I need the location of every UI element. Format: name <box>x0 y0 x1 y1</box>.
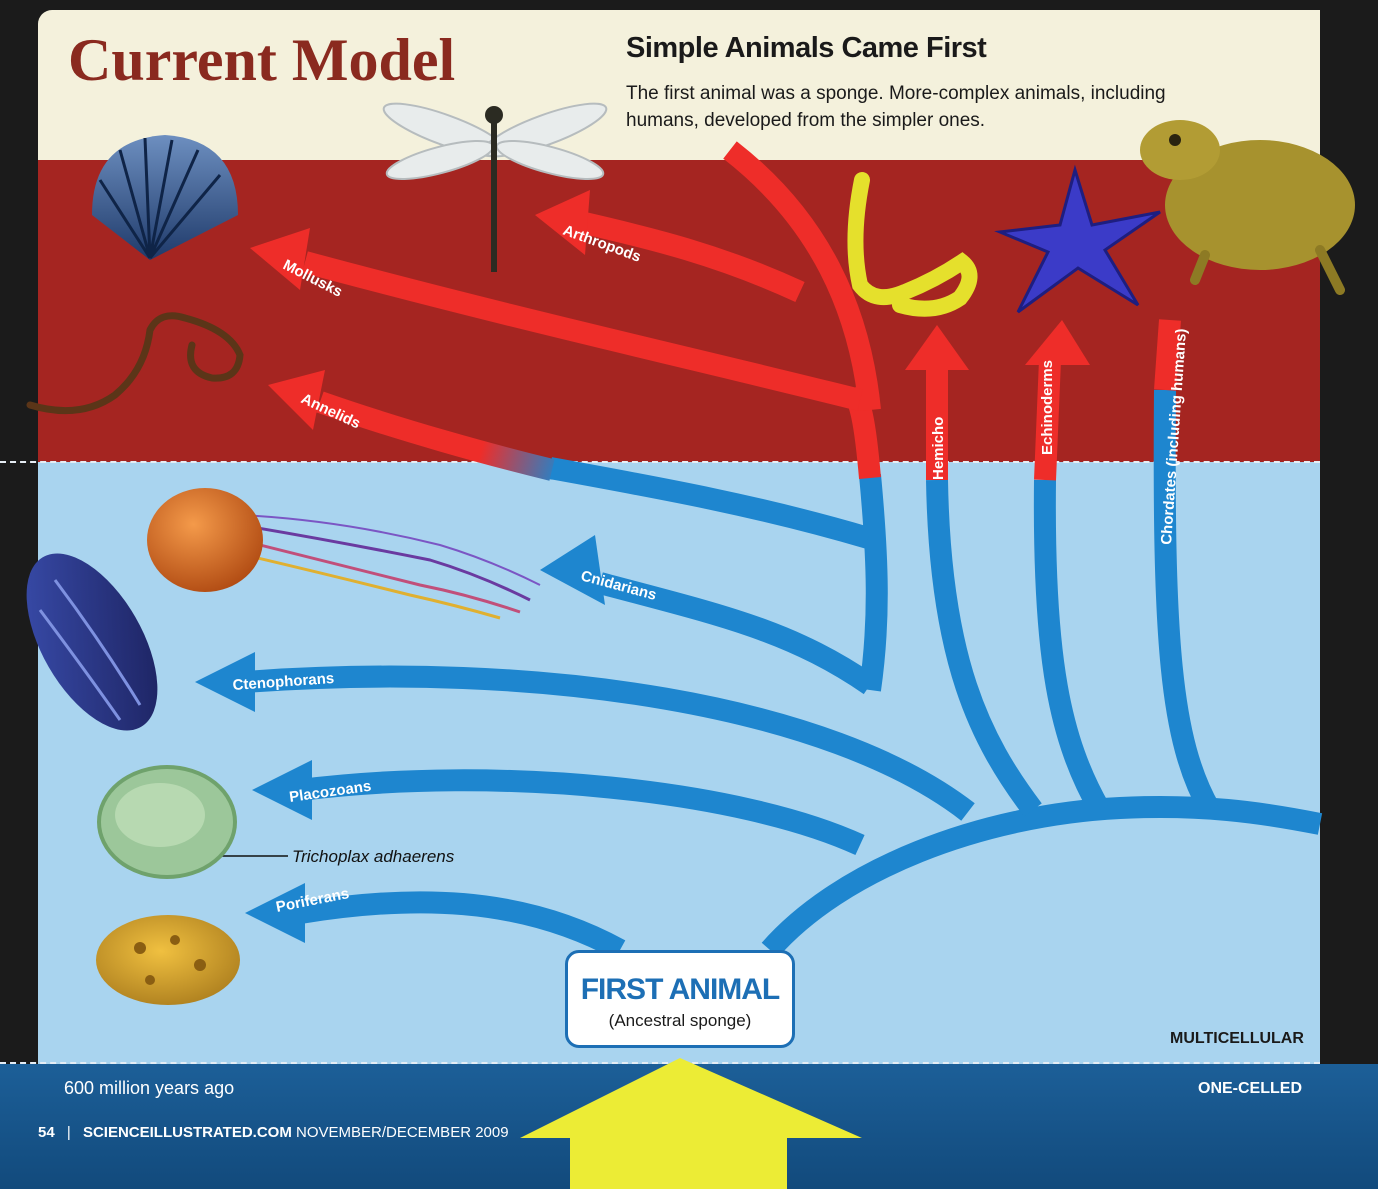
arthropods-branch <box>580 222 800 292</box>
first-animal-subtitle: (Ancestral sponge) <box>568 1011 792 1031</box>
bilaterian-stem <box>870 475 877 690</box>
multicellular-level-label: MULTICELLULAR <box>1170 1030 1304 1048</box>
red-arrowheads <box>250 190 1090 430</box>
blue-arrowheads <box>195 535 605 943</box>
first-animal-title: FIRST ANIMAL <box>568 973 792 1007</box>
placozoans-branch <box>300 780 860 845</box>
main-trunk <box>770 807 1320 950</box>
hemichordates-arrowhead <box>905 325 969 370</box>
page-footer: 54 | SCIENCEILLUSTRATED.COM NOVEMBER/DEC… <box>38 1124 509 1141</box>
timeline-label: 600 million years ago <box>64 1078 234 1099</box>
first-animal-box: FIRST ANIMAL (Ancestral sponge) <box>565 950 795 1048</box>
worm-illustration <box>30 316 240 411</box>
poriferans-branch <box>300 902 620 950</box>
hemichordates-branch <box>937 480 1033 810</box>
scallop-illustration <box>92 135 238 260</box>
trichoplax-label: Trichoplax adhaerens <box>292 847 455 866</box>
toad-illustration <box>1140 120 1355 290</box>
poriferans-arrowhead <box>245 883 305 943</box>
footer-issue: NOVEMBER/DECEMBER 2009 <box>296 1124 509 1141</box>
label-hemichordates: Hemicho <box>930 417 947 480</box>
jellyfish-illustration <box>147 488 540 618</box>
echinoderms-branch <box>1045 480 1100 810</box>
starfish-illustration <box>1000 170 1160 312</box>
trichoplax-illustration <box>99 767 235 877</box>
acorn-worm-illustration <box>855 180 969 309</box>
echinoderms-arrowhead <box>1025 320 1090 365</box>
page-number: 54 <box>38 1124 55 1141</box>
footer-separator: | <box>59 1124 79 1141</box>
blue-branches <box>245 390 1320 950</box>
label-echinoderms: Echinoderms <box>1039 360 1056 455</box>
one-celled-level-label: ONE-CELLED <box>1198 1080 1302 1098</box>
protostome-branch <box>550 468 868 538</box>
sponge-illustration <box>96 915 240 1005</box>
origin-arrow <box>520 1058 862 1189</box>
footer-site: SCIENCEILLUSTRATED.COM <box>83 1124 292 1141</box>
